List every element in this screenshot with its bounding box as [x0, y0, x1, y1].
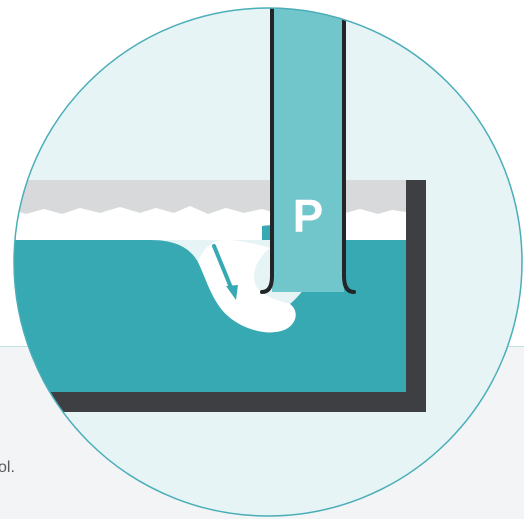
- container-bottom-wall: [14, 392, 426, 412]
- pipe-label: P: [293, 190, 324, 242]
- container-right-wall: [406, 180, 426, 412]
- pipe-left-edge: [260, 8, 274, 294]
- caption-text: ol.: [0, 459, 15, 476]
- pipe-right-edge: [342, 8, 356, 294]
- circle-outline: [13, 7, 523, 517]
- liquid-right: [290, 262, 406, 304]
- pipe-body: [272, 8, 344, 292]
- liquid-body: [14, 240, 406, 392]
- flow-arrow-icon: [212, 244, 238, 300]
